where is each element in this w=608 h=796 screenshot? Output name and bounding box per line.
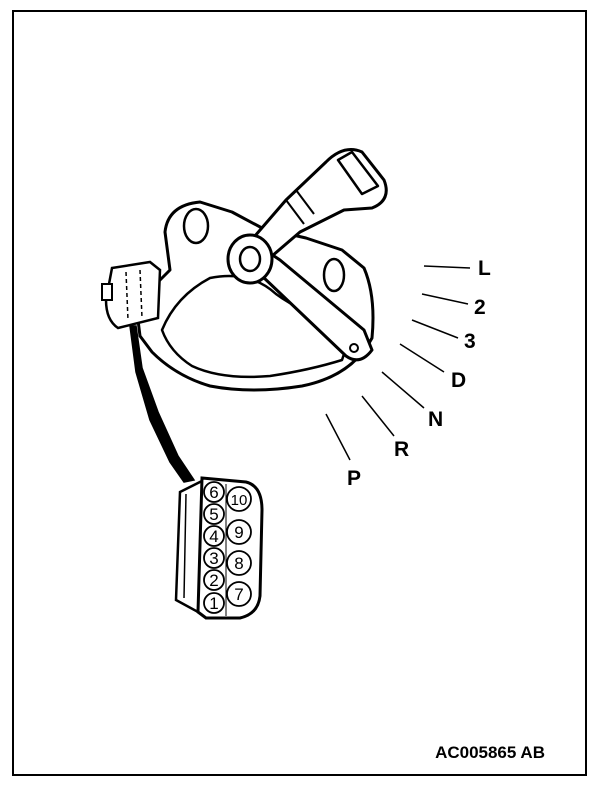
pin-numbers: 6 5 4 3 2 1 10 9 8 7 [209, 483, 247, 613]
pin-label: 8 [234, 554, 243, 573]
body-connector [101, 260, 162, 330]
pin-circles [203, 481, 252, 614]
position-label-n: N [428, 408, 443, 431]
shift-lever [226, 148, 388, 362]
connector-enlarged [174, 476, 264, 620]
position-labels: L 2 3 D N R P [347, 257, 491, 490]
pin-label: 2 [209, 571, 218, 590]
position-leader-lines [325, 265, 471, 461]
position-label-p: P [347, 467, 361, 490]
frame-border [12, 10, 587, 776]
pin-label: 6 [209, 483, 218, 502]
position-label-2: 2 [474, 296, 486, 319]
position-label-3: 3 [464, 330, 476, 353]
switch-body [134, 200, 375, 392]
mount-hole-right [322, 257, 346, 293]
pin-label: 4 [209, 527, 218, 546]
pin-label: 9 [234, 523, 243, 542]
pin-label: 3 [209, 549, 218, 568]
mount-hole-left [182, 207, 210, 245]
pin-label: 5 [209, 505, 218, 524]
pin-label: 10 [231, 492, 248, 509]
reference-code: AC005865 AB [435, 743, 545, 762]
wire-harness [129, 325, 196, 483]
pin-label: 1 [209, 594, 218, 613]
position-label-r: R [394, 438, 409, 461]
pin-label: 7 [234, 585, 243, 604]
position-label-d: D [451, 369, 466, 392]
position-label-l: L [478, 257, 491, 280]
